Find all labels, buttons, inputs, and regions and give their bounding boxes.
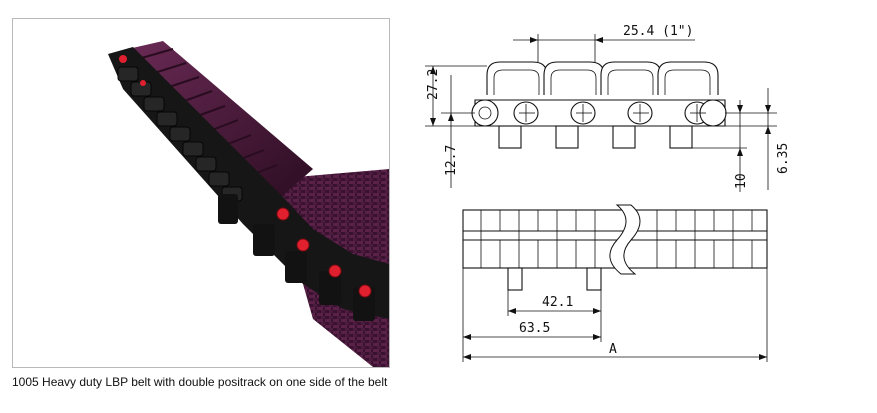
belt-rod-band (128, 41, 313, 197)
label-tab-height: 10 (734, 173, 749, 189)
label-spacing: 42.1 (542, 295, 573, 310)
positrack-red-studs (276, 207, 372, 298)
dim-offset: 12.7 (441, 75, 475, 188)
photo-caption: 1005 Heavy duty LBP belt with double pos… (12, 375, 388, 389)
belt-photo (12, 18, 390, 368)
hinge-eyes (471, 99, 727, 127)
belt-illustration (108, 41, 389, 367)
label-offset: 12.7 (444, 145, 459, 176)
top-red-studs (119, 55, 146, 86)
link-loops (486, 61, 719, 95)
dim-edge: 63.5 (462, 268, 601, 362)
top-view-segments (463, 210, 767, 268)
label-pitch: 25.4 (1") (623, 24, 693, 39)
label-height: 27.2 (426, 69, 441, 100)
top-view-tabs (507, 267, 602, 291)
technical-drawing: 25.4 (1") 27.2 12.7 (425, 24, 791, 362)
break-symbol (609, 204, 641, 275)
belt-edge-chain (108, 47, 389, 319)
side-tabs (498, 125, 693, 149)
label-tab-offset: 6.35 (776, 143, 791, 174)
label-width: A (609, 342, 617, 357)
label-edge-distance: 63.5 (519, 321, 550, 336)
side-view: 25.4 (1") 27.2 12.7 (425, 24, 791, 192)
dim-width: A (463, 268, 768, 362)
dim-pitch: 25.4 (1") (513, 24, 695, 62)
dim-tab: 10 6.35 (692, 88, 791, 192)
dim-height: 27.2 (425, 65, 487, 127)
dim-spacing: 42.1 (507, 290, 602, 342)
top-view: 42.1 63.5 A (462, 204, 768, 362)
